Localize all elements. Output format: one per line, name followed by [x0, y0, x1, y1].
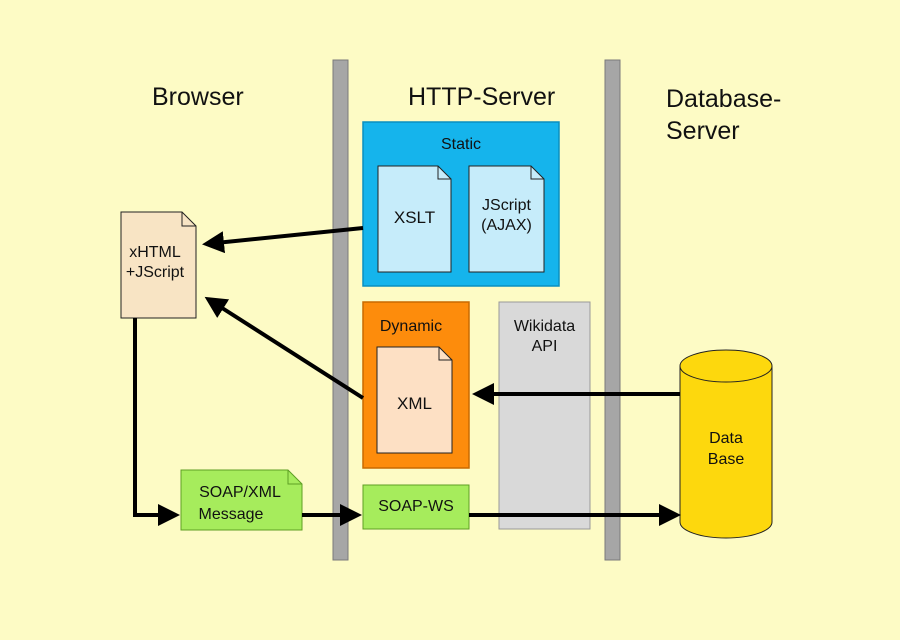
- wikidata-api-box: [498, 301, 591, 530]
- database-server-heading-line1: Database-: [666, 85, 782, 113]
- http-server-heading: HTTP-Server: [408, 83, 556, 111]
- browser-doc-line1: xHTML: [129, 244, 181, 261]
- dynamic-title: Dynamic: [379, 318, 443, 335]
- database-label-line2: Base: [707, 451, 745, 468]
- database-cylinder: [679, 349, 773, 539]
- arrow-static-to-browser: [202, 226, 364, 254]
- browser-document: [120, 211, 197, 319]
- wikidata-label-line1: Wikidata: [513, 318, 576, 335]
- jscript-label-line2: (AJAX): [481, 217, 532, 234]
- browser-doc-line2: +JScript: [125, 264, 185, 281]
- database-server-heading-line2: Server: [666, 117, 740, 145]
- database-label-line1: Data: [709, 430, 743, 447]
- soap-ws-label: SOAP-WS: [378, 498, 454, 515]
- xslt-document: [377, 165, 452, 273]
- soap-message-line2: Message: [198, 506, 264, 523]
- xml-document: [376, 346, 453, 454]
- divider-browser-http: [332, 59, 349, 561]
- divider-http-database: [604, 59, 621, 561]
- jscript-document: [468, 165, 545, 273]
- arrow-browser-to-soap: [133, 318, 180, 526]
- soap-message-box: [180, 469, 303, 531]
- jscript-label-line1: JScript: [482, 197, 531, 214]
- xslt-label: XSLT: [393, 208, 436, 227]
- arrow-dynamic-to-browser: [204, 296, 365, 400]
- soap-ws-box: [362, 484, 470, 530]
- browser-heading: Browser: [152, 83, 244, 111]
- static-title: Static: [440, 136, 481, 153]
- soap-message-line1: SOAP/XML: [199, 484, 281, 501]
- wikidata-label-line2: API: [531, 338, 558, 355]
- xml-label: XML: [397, 394, 432, 413]
